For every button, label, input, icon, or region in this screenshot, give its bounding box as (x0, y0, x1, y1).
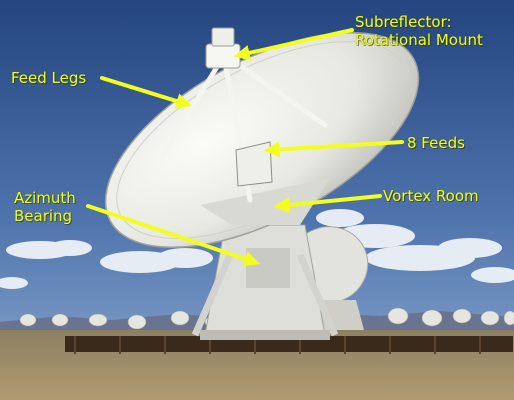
arrow-feed-legs-icon (100, 76, 193, 109)
arrow-vortex-room-icon (273, 194, 382, 214)
label-azimuth-line2: Bearing (14, 207, 73, 225)
arrow-subreflector-icon (233, 28, 354, 61)
label-subreflector-line2: Rotational Mount (355, 31, 483, 49)
subreflector (205, 43, 241, 69)
label-azimuth-line1: Azimuth (14, 189, 76, 207)
label-feed-legs: Feed Legs (11, 69, 87, 87)
label-vortex-room: Vortex Room (383, 187, 479, 205)
feed-structure (157, 27, 328, 203)
distant-antennas (19, 307, 514, 330)
label-8-feeds: 8 Feeds (407, 134, 465, 152)
label-subreflector-line1: Subreflector: (355, 13, 452, 31)
arrow-feeds-icon (263, 140, 404, 158)
clouds (0, 209, 514, 289)
feed-horn-cluster (235, 141, 273, 187)
main-antenna-pedestal (191, 224, 339, 340)
label-subreflector: Subreflector: Rotational Mount (355, 13, 483, 49)
arrow-azimuth-bearing-icon (86, 204, 261, 267)
label-azimuth-bearing: Azimuth Bearing (14, 189, 76, 225)
annotation-arrows (86, 28, 404, 267)
